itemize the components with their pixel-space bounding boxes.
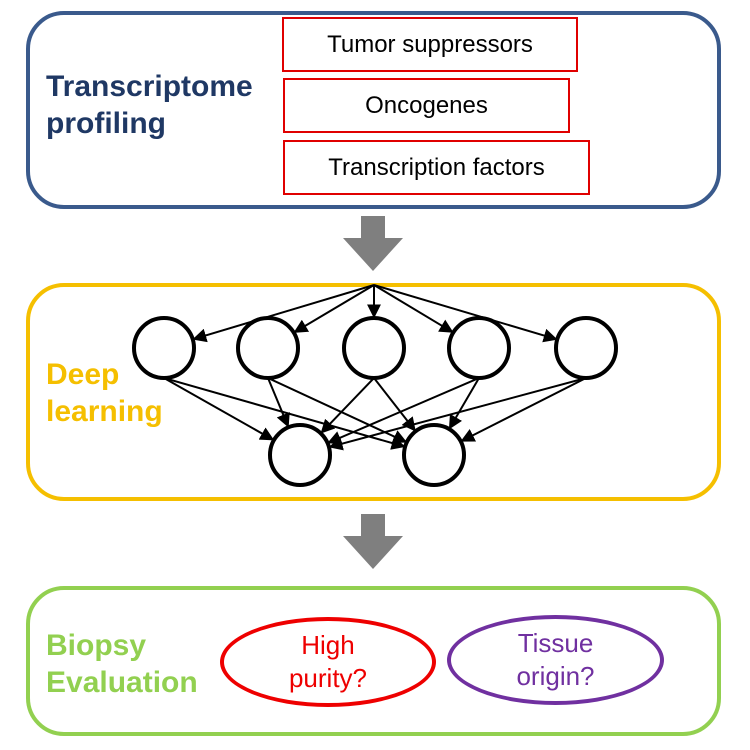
tumor-suppressors-box: Tumor suppressors	[282, 17, 578, 72]
biopsy-title-line1: Biopsy	[46, 629, 147, 662]
oncogenes-box: Oncogenes	[283, 78, 570, 133]
hidden-edge-5-1	[328, 377, 587, 451]
biopsy-title-line2: Evaluation	[46, 666, 198, 699]
input-node-4	[447, 316, 511, 380]
hidden-edge-3-2	[373, 377, 416, 432]
down-arrow-icon	[343, 514, 403, 569]
network-nodes	[132, 316, 618, 487]
network-hidden-edges	[163, 377, 587, 451]
tissue-origin-line2: origin?	[516, 661, 595, 691]
high-purity-ellipse: High purity?	[220, 617, 436, 707]
hidden-edge-2-2	[267, 377, 408, 444]
input-node-1	[132, 316, 196, 380]
hidden-edge-3-1	[320, 377, 375, 434]
biopsy-title: Biopsy Evaluation	[46, 627, 198, 701]
input-edge-1	[192, 284, 375, 343]
tissue-origin-line1: Tissue	[517, 628, 594, 658]
output-node-2	[402, 423, 466, 487]
transcriptome-title-line2: profiling	[46, 107, 166, 140]
deep-learning-title-line1: Deep	[46, 358, 120, 391]
network-input-edges	[192, 284, 558, 343]
hidden-edge-1-1	[163, 377, 275, 441]
input-edge-4	[373, 284, 454, 333]
hidden-edge-4-1	[327, 377, 480, 445]
hidden-edge-4-2	[448, 377, 480, 430]
transcriptome-title: Transcriptome profiling	[46, 68, 253, 142]
high-purity-line1: High	[301, 630, 355, 660]
deep-learning-title-line2: learning	[46, 395, 163, 428]
deep-learning-title: Deep learning	[46, 356, 163, 430]
input-edge-2	[293, 284, 375, 334]
down-arrow-icon	[343, 216, 403, 271]
output-node-1	[268, 423, 332, 487]
transcriptome-title-line1: Transcriptome	[46, 70, 253, 103]
input-node-2	[236, 316, 300, 380]
hidden-edge-5-2	[460, 377, 587, 442]
input-edge-5	[373, 284, 558, 343]
transcription-factors-box: Transcription factors	[283, 140, 590, 195]
tissue-origin-ellipse: Tissue origin?	[447, 615, 664, 705]
input-node-3	[342, 316, 406, 380]
input-node-5	[554, 316, 618, 380]
hidden-edge-2-1	[267, 377, 290, 428]
high-purity-line2: purity?	[288, 663, 368, 693]
